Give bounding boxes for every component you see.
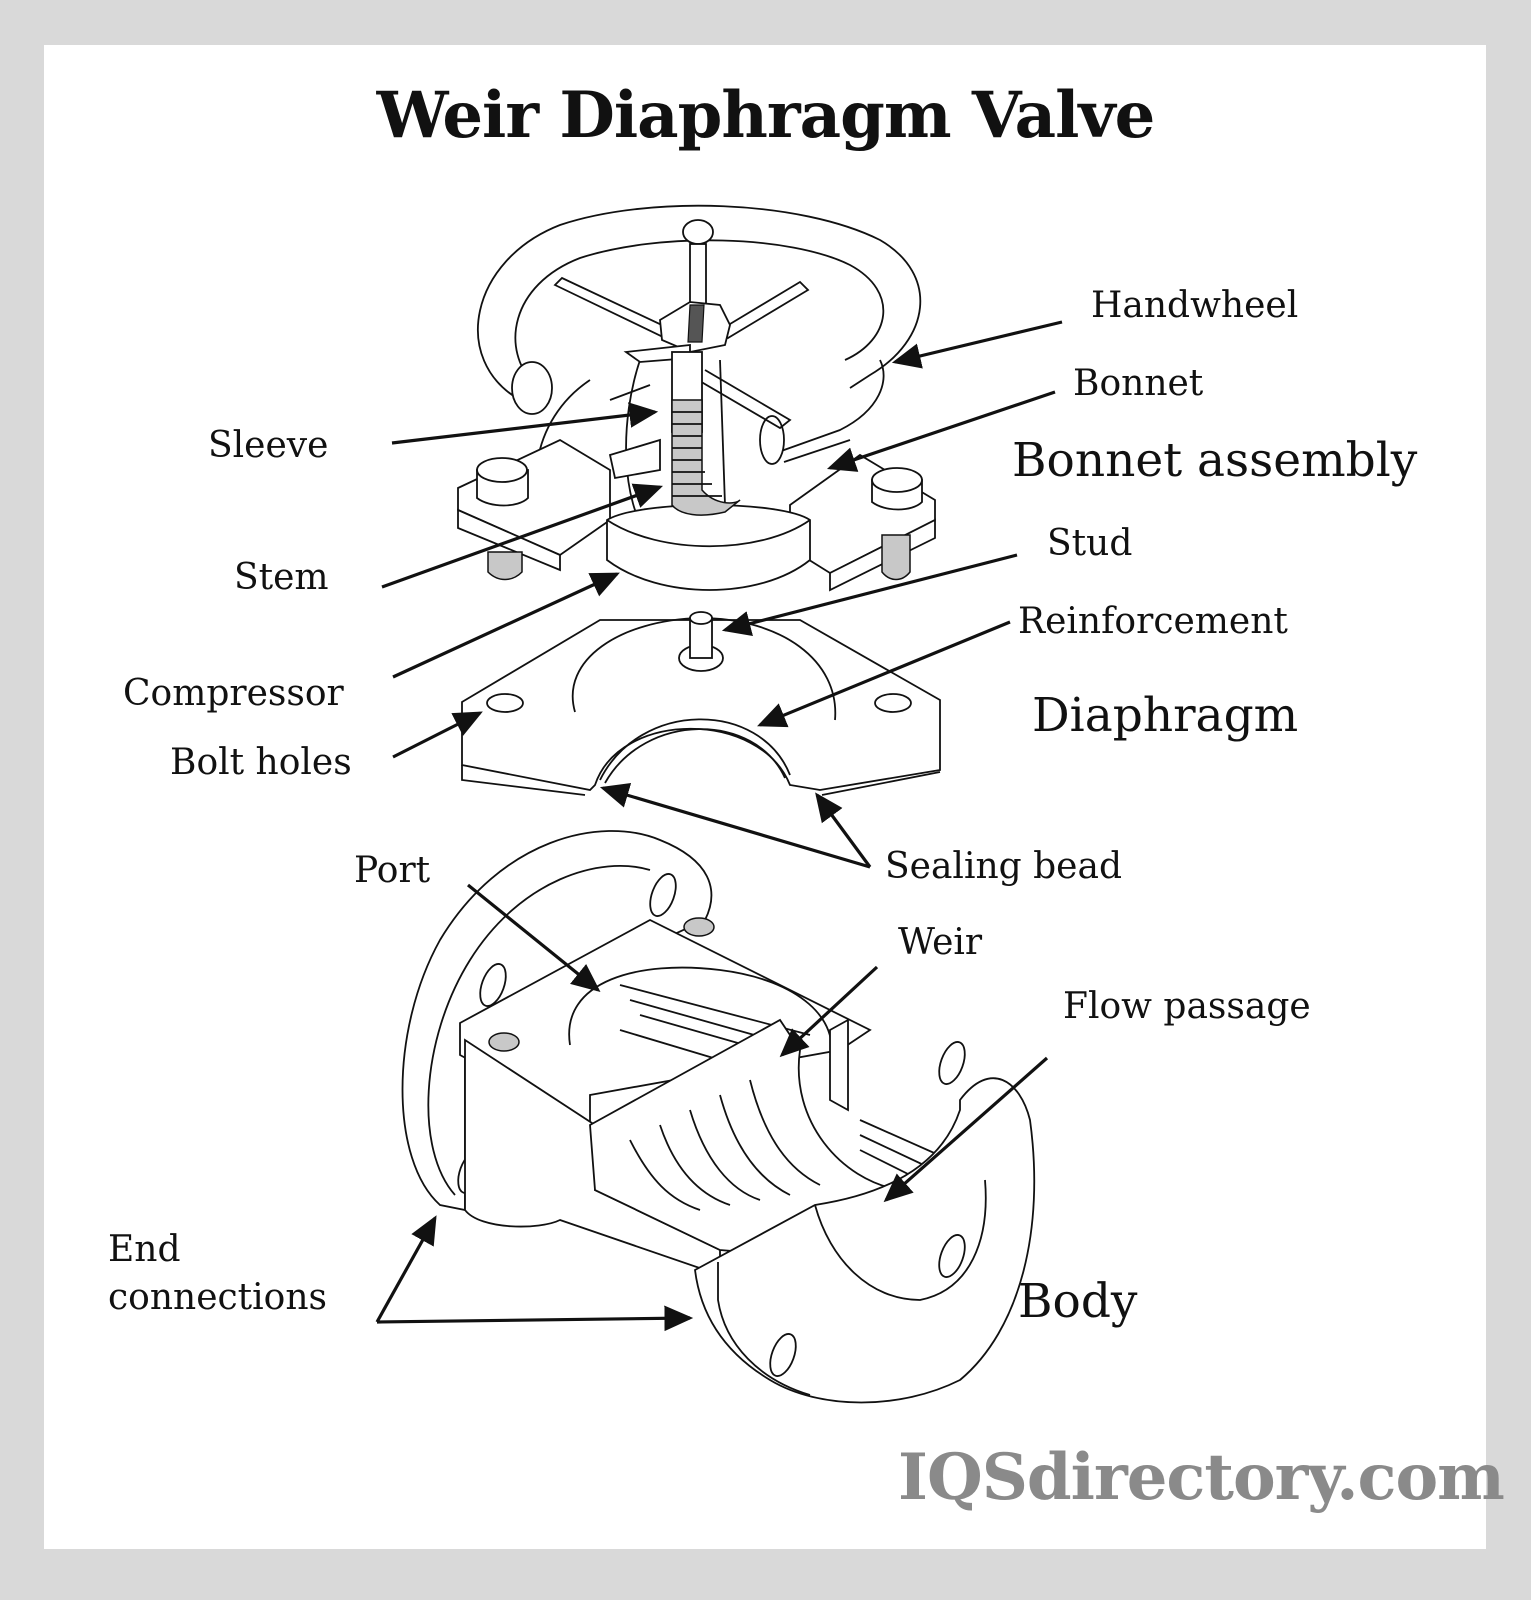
leader-arrows [375, 320, 1063, 1332]
handwheel-arrow [891, 320, 1063, 369]
diaphragm-drawing [461, 611, 941, 796]
body-drawing [401, 830, 1036, 1404]
label-weir: Weir [898, 922, 983, 963]
label-handwheel: Handwheel [1091, 285, 1299, 326]
label-stud: Stud [1047, 523, 1133, 564]
end-connections-arrow-upper [375, 1215, 437, 1323]
port-arrow [466, 883, 601, 993]
handwheel-drawing [477, 204, 922, 465]
weir-drawing [629, 1079, 821, 1211]
compressor-drawing [606, 504, 811, 591]
group-label-diaphragm: Diaphragm [1032, 688, 1299, 743]
label-sealing-bead: Sealing bead [885, 846, 1122, 887]
reinforcement-arrow [757, 620, 1011, 728]
bolt-head-right [871, 467, 923, 511]
label-end-connections-line2: connections [108, 1277, 327, 1318]
group-label-body: Body [1018, 1274, 1138, 1329]
label-compressor: Compressor [123, 673, 344, 714]
label-bonnet: Bonnet [1073, 363, 1204, 404]
watermark-logo: IQSdirectory.com [898, 1440, 1505, 1515]
diagram-title: Weir Diaphragm Valve [376, 78, 1156, 153]
flow-passage-arrow [883, 1056, 1049, 1203]
bonnet-assembly-drawing [457, 204, 936, 592]
group-label-bonnet-assembly: Bonnet assembly [1012, 433, 1418, 488]
weir-arrow [779, 965, 879, 1058]
label-reinforcement: Reinforcement [1018, 601, 1288, 642]
stud-arrow [721, 553, 1018, 637]
flow-passage-hatching [619, 984, 951, 1191]
sleeve-arrow [391, 402, 659, 445]
compressor-arrow [392, 572, 620, 679]
label-sleeve: Sleeve [208, 425, 329, 466]
label-stem: Stem [234, 557, 329, 598]
sealing-bead-arrow-left [599, 782, 871, 869]
label-bolt-holes: Bolt holes [170, 742, 352, 783]
label-end-connections-line1: End [108, 1229, 181, 1270]
sealing-bead-arrow-right [815, 792, 872, 868]
bolt-head-left [476, 457, 529, 507]
end-connections-arrow-lower [376, 1305, 694, 1332]
stud-drawing [678, 611, 724, 672]
bolt-holes-arrow [392, 711, 483, 759]
bonnet-arrow [826, 390, 1056, 472]
bonnet-drawing [457, 343, 936, 592]
label-port: Port [354, 850, 431, 891]
stem-arrow [381, 483, 664, 589]
stem-drawing [671, 351, 741, 516]
label-flow-passage: Flow passage [1063, 986, 1311, 1027]
